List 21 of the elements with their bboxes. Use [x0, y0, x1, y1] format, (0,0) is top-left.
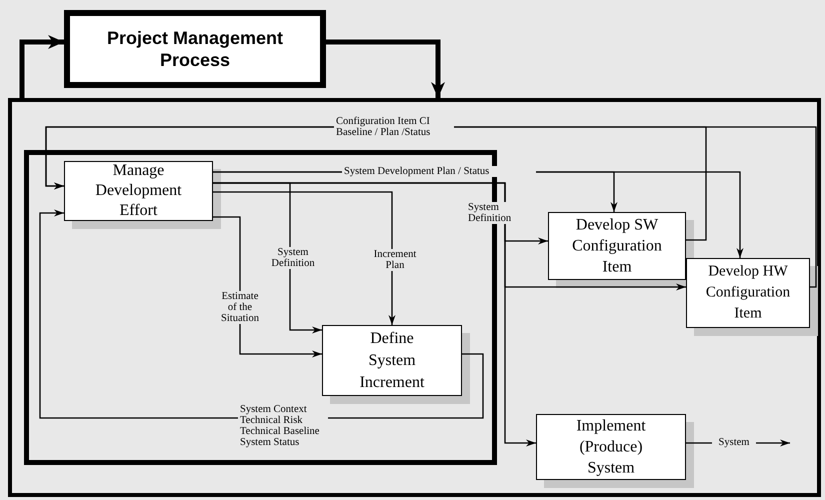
process-box: [686, 258, 810, 328]
process-label: Project Management Process: [106, 27, 284, 71]
arrow: [213, 191, 396, 325]
process-label: Manage Development Effort: [94, 161, 183, 221]
process-label: Develop HW Configuration Item: [704, 262, 792, 324]
process-box: [548, 212, 686, 280]
edge-label: System Context Technical Risk Technical Baseline System Status: [238, 404, 328, 448]
edge-label: Configuration Item CI Baseline / Plan /Status: [334, 116, 454, 138]
arrow: [213, 182, 536, 446]
edge-label: System: [712, 437, 756, 448]
process-box: [536, 414, 686, 480]
edge-label: System Development Plan / Status: [342, 166, 536, 177]
process-box: [64, 161, 213, 221]
process-box: [64, 10, 326, 88]
process-label: Define System Increment: [358, 328, 426, 392]
process-label: Implement (Produce) System: [575, 416, 647, 478]
process-label: Develop SW Configuration Item: [571, 216, 663, 278]
arrow: [326, 40, 445, 98]
process-box: [322, 325, 462, 396]
system-frame: [8, 98, 821, 497]
arrow: [20, 35, 64, 98]
